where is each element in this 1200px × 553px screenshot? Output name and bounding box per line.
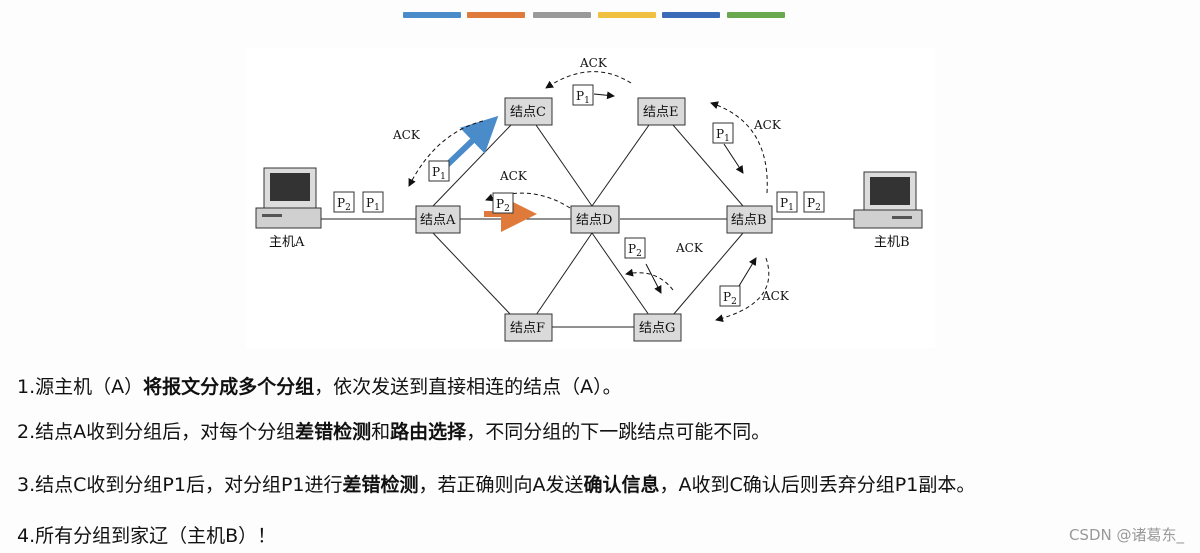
text-line-1: 1.源主机（A）将报文分成多个分组，依次发送到直接相连的结点（A）。 <box>17 376 622 398</box>
host-a-computer <box>255 167 322 229</box>
node-f: 结点F <box>504 313 553 342</box>
watermark: CSDN @诸葛东_ <box>1068 526 1184 544</box>
packet-p1-hostA <box>362 191 384 213</box>
ack-label-EB: ACK <box>753 118 782 132</box>
svg-text:P2: P2 <box>496 197 510 214</box>
ack-label-GB: ACK <box>761 289 790 303</box>
links <box>318 124 858 328</box>
node-b: 结点B <box>726 205 773 234</box>
color-bar-segment <box>467 12 525 18</box>
svg-text:P2: P2 <box>807 196 821 213</box>
packet-p2-hostA <box>333 191 355 213</box>
packet-direction-arrows <box>593 91 757 294</box>
host-b-label: 主机B <box>874 235 910 250</box>
svg-text:结点B: 结点B <box>731 213 767 228</box>
blue-arrow <box>443 115 499 169</box>
svg-text:结点F: 结点F <box>510 321 545 336</box>
packet-p1-toC <box>428 160 450 182</box>
ack-curves <box>408 71 770 323</box>
color-bar <box>0 0 1200 30</box>
color-bar-segment <box>598 12 656 18</box>
ack-label-DG: ACK <box>675 241 704 255</box>
packet-p1-EtoB <box>712 122 734 144</box>
packet-p2-GtoB <box>719 285 741 307</box>
svg-text:P1: P1 <box>432 165 446 182</box>
color-bar-segment <box>727 12 785 18</box>
packet-p2-toD <box>492 192 514 214</box>
packet-switching-diagram: 主机A 主机B 结点C 结点E 结点A 结点D 结点B 结点F 结点G <box>246 48 935 348</box>
text-line-4: 4.所有分组到家辽（主机B）！ <box>17 525 277 547</box>
ack-label-AC: ACK <box>392 128 421 142</box>
text-line-2: 2.结点A收到分组后，对每个分组差错检测和路由选择，不同分组的下一跳结点可能不同… <box>17 421 771 443</box>
packet-labels: P2 P1 P1 P1 P2 P1 P2 P2 P1 P2 <box>337 89 821 307</box>
color-bar-segment <box>662 12 720 18</box>
packet-p2-hostB <box>803 191 825 213</box>
color-bar-segment <box>403 12 461 18</box>
svg-text:P1: P1 <box>716 127 730 144</box>
svg-text:P1: P1 <box>576 89 590 106</box>
color-bar-segment <box>533 12 591 18</box>
svg-text:P2: P2 <box>628 242 642 259</box>
svg-text:结点C: 结点C <box>510 105 546 120</box>
packet-p2-DtoG <box>624 237 646 259</box>
svg-text:P2: P2 <box>337 196 351 213</box>
svg-text:结点G: 结点G <box>639 321 675 336</box>
svg-text:P1: P1 <box>780 196 794 213</box>
node-a: 结点A <box>415 205 461 234</box>
svg-text:P1: P1 <box>366 196 380 213</box>
node-d: 结点D <box>570 205 620 234</box>
packet-p1-hostB <box>776 191 798 213</box>
svg-text:结点D: 结点D <box>576 213 612 228</box>
node-e: 结点E <box>637 97 686 126</box>
svg-text:结点A: 结点A <box>420 213 456 228</box>
packet-p1-CtoE <box>572 84 594 106</box>
svg-text:结点E: 结点E <box>643 105 679 120</box>
host-a-label: 主机A <box>269 235 305 250</box>
text-line-3: 3.结点C收到分组P1后，对分组P1进行差错检测，若正确则向A发送确认信息，A收… <box>17 474 976 496</box>
ack-label-CE: ACK <box>579 56 608 70</box>
ack-label-AD: ACK <box>499 169 528 183</box>
svg-text:P2: P2 <box>723 290 737 307</box>
host-b-computer <box>853 171 923 229</box>
node-g: 结点G <box>633 313 682 342</box>
node-c: 结点C <box>504 97 553 126</box>
